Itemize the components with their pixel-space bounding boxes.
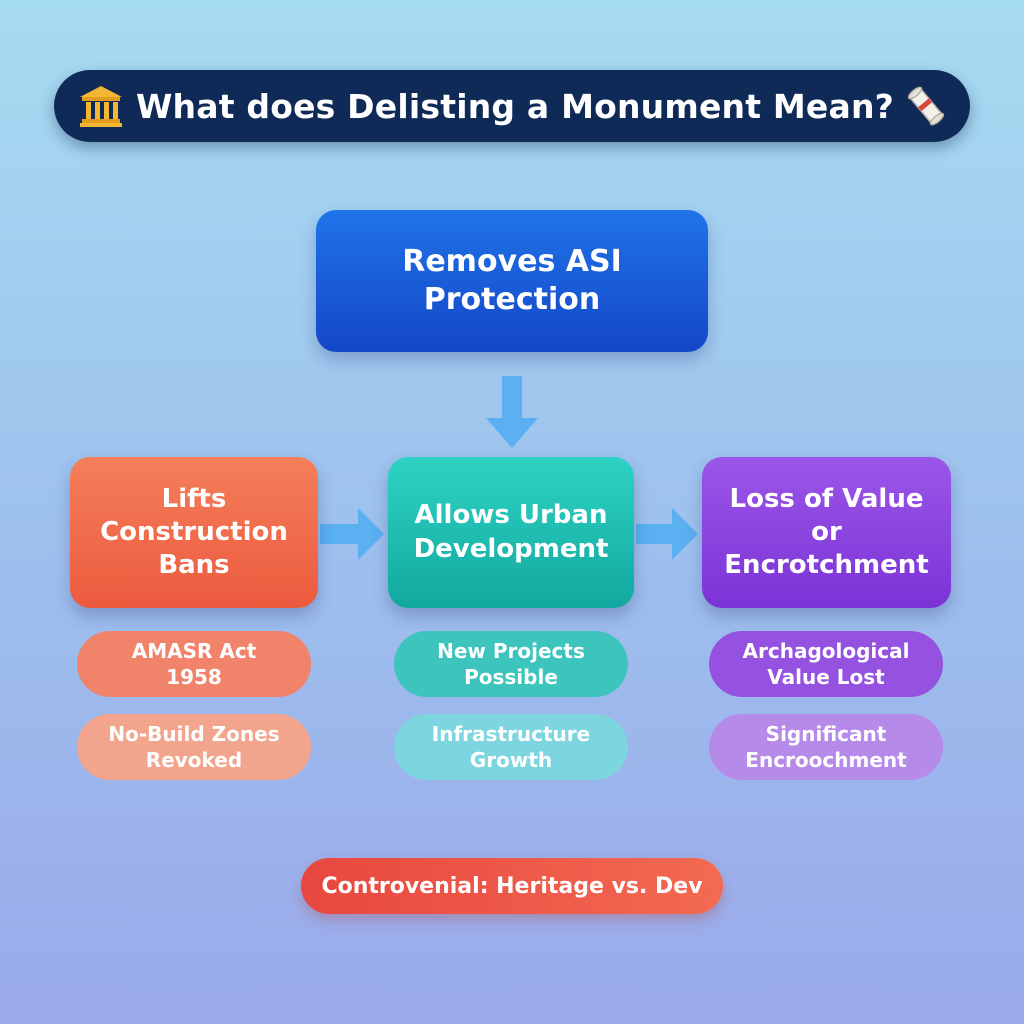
archaeological-value-pill: Archagological Value Lost [709, 631, 943, 697]
removes-asi-protection-box: Removes ASI Protection [316, 210, 708, 352]
pill-label: Archagological Value Lost [742, 638, 910, 689]
right-arrow-2 [636, 508, 698, 560]
top-box-label: Removes ASI Protection [402, 243, 622, 317]
footer-label: Controvenial: Heritage vs. Dev [321, 873, 703, 899]
infrastructure-growth-pill: Infrastructure Growth [394, 714, 628, 780]
pill-label: AMASR Act 1958 [131, 638, 257, 689]
loss-of-value-box: Loss of Value or Encrotchment [702, 457, 951, 608]
pill-label: No-Build Zones Revoked [108, 721, 280, 772]
pill-label: Infrastructure Growth [431, 721, 591, 772]
new-projects-pill: New Projects Possible [394, 631, 628, 697]
orange-box-label: Lifts Construction Bans [100, 483, 288, 581]
lifts-construction-bans-box: Lifts Construction Bans [70, 457, 318, 608]
right-arrow-1 [320, 508, 384, 560]
amasr-act-pill: AMASR Act 1958 [77, 631, 311, 697]
significant-encroachment-pill: Significant Encroochment [709, 714, 943, 780]
pill-label: New Projects Possible [437, 638, 585, 689]
no-build-zones-pill: No-Build Zones Revoked [77, 714, 311, 780]
allows-urban-development-box: Allows Urban Development [388, 457, 634, 608]
bank-building-icon [78, 84, 124, 128]
controversy-footer-pill: Controvenial: Heritage vs. Dev [301, 858, 723, 914]
scroll-icon [906, 84, 946, 128]
purple-box-label: Loss of Value or Encrotchment [724, 483, 929, 581]
down-arrow [486, 376, 538, 448]
page-title: What does Delisting a Monument Mean? [135, 86, 895, 126]
teal-box-label: Allows Urban Development [413, 500, 609, 564]
pill-label: Significant Encroochment [745, 721, 907, 772]
title-banner: What does Delisting a Monument Mean? [54, 70, 970, 142]
